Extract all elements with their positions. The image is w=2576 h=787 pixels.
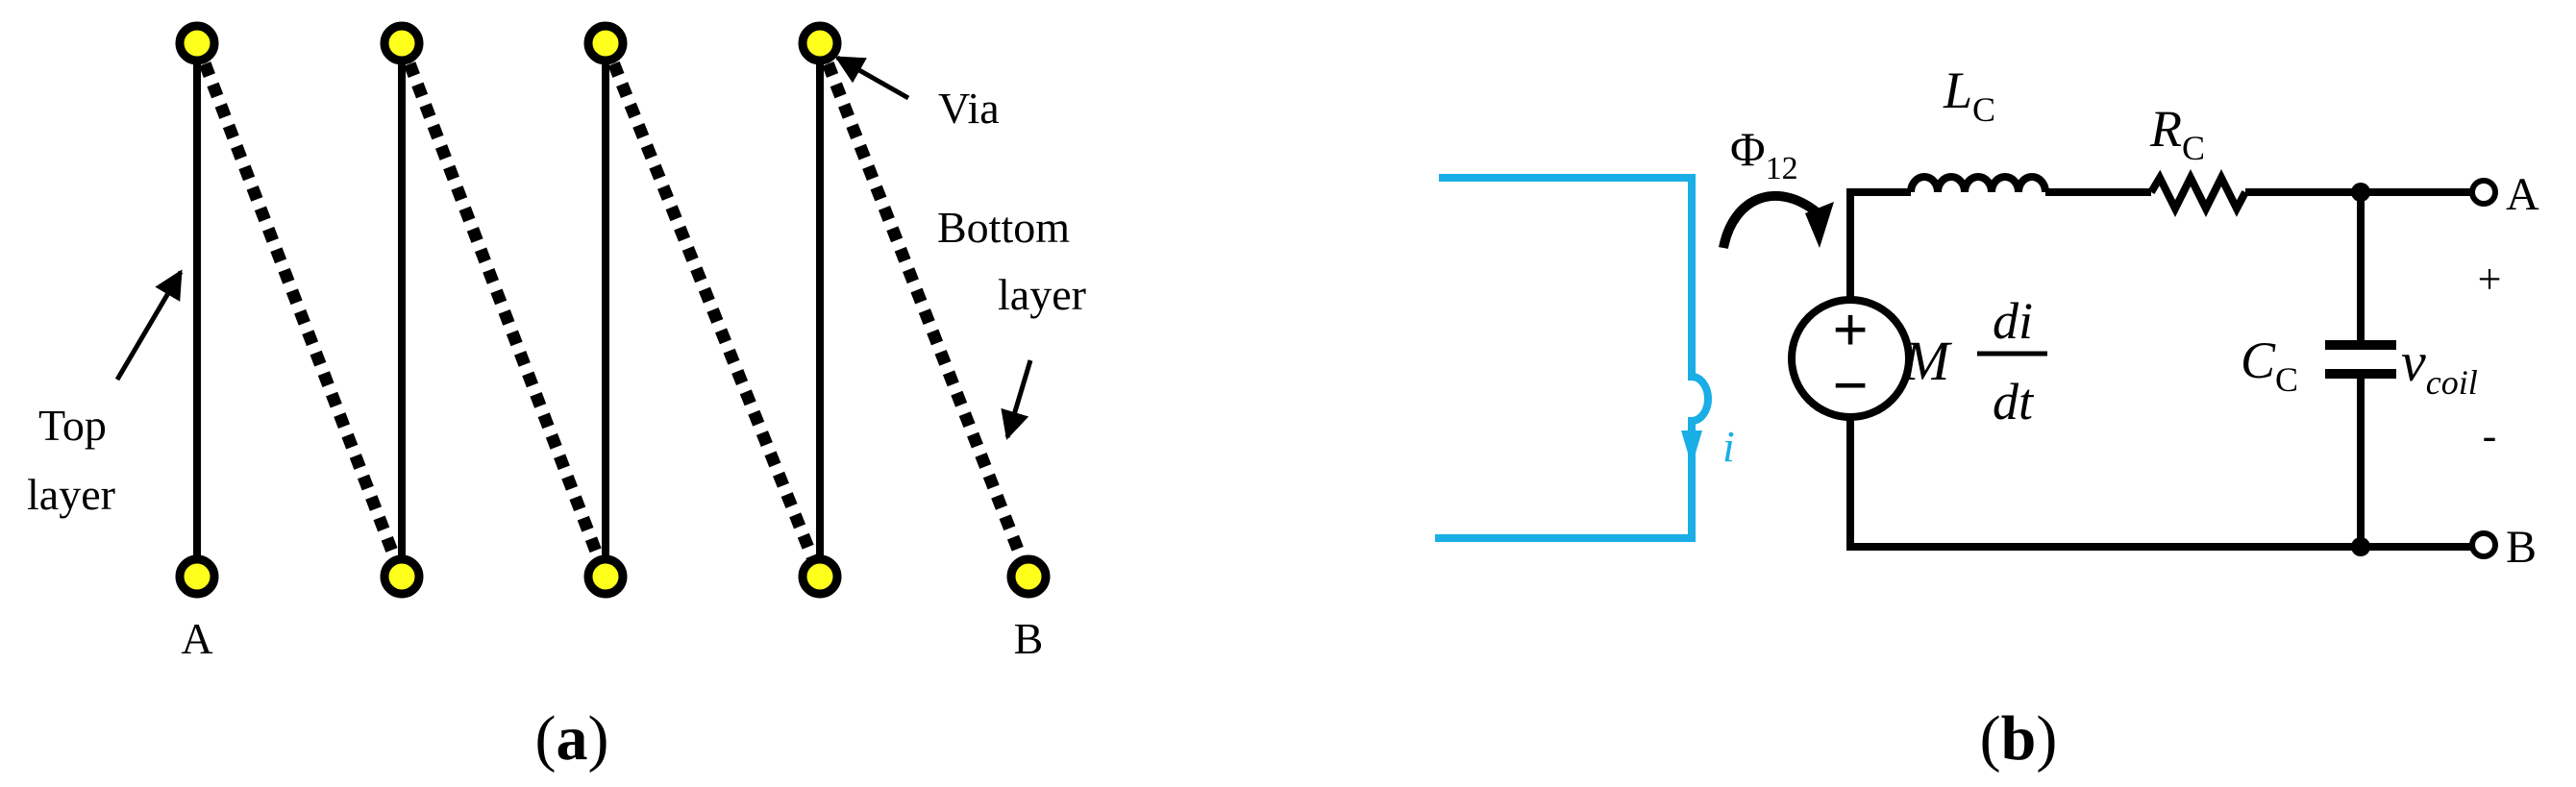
primary-loop xyxy=(1435,174,1712,542)
bottom-layer-pointer-arrow xyxy=(1001,359,1033,440)
via-pointer-arrow xyxy=(834,55,910,101)
bottom-layer-trace-2 xyxy=(395,40,612,579)
resistor-rc xyxy=(2147,169,2249,217)
via-bottom-4 xyxy=(798,554,842,599)
voltage-minus: - xyxy=(2483,412,2497,459)
source-minus-sign: − xyxy=(1832,351,1869,421)
via-bottom-5 xyxy=(1006,554,1051,599)
source-di-label: di xyxy=(1993,292,2033,350)
node-top xyxy=(2351,183,2370,202)
current-label: i xyxy=(1722,422,1735,471)
bottom-layer-trace-1 xyxy=(190,40,409,579)
bottom-layer-label-line2: layer xyxy=(998,270,1086,319)
panel-a-coil-layout: Via Bottom layer Top layer A B (a) xyxy=(27,21,1086,774)
bottom-layer-trace-3 xyxy=(599,40,827,579)
bottom-layer-label-line1: Bottom xyxy=(937,203,1070,252)
panel-b-equivalent-circuit: i Φ12 + − M di dt LC RC xyxy=(1435,61,2539,774)
via-top-2 xyxy=(380,21,424,65)
current-arrowhead xyxy=(1681,430,1702,466)
via-label: Via xyxy=(938,84,1000,133)
source-dt-label: dt xyxy=(1993,373,2035,430)
terminal-b xyxy=(2469,530,2498,559)
node-bottom xyxy=(2351,537,2370,556)
top-layer-label-line1: Top xyxy=(38,401,107,450)
capacitor-label: CC xyxy=(2241,332,2298,399)
top-layer-label-line2: layer xyxy=(27,470,115,519)
voltage-plus: + xyxy=(2478,256,2502,303)
flux-arrow xyxy=(1719,190,1825,250)
flux-arrowhead xyxy=(1805,202,1834,248)
panel-b-caption: (b) xyxy=(1980,703,2058,774)
source-m-label: M xyxy=(1902,330,1952,392)
via-top-3 xyxy=(583,21,628,65)
resistor-label: RC xyxy=(2149,100,2205,167)
bottom-layer-trace-4 xyxy=(813,40,1035,579)
terminal-a-label: A xyxy=(181,614,212,663)
via-top-1 xyxy=(175,21,219,65)
terminal-b-label: B xyxy=(1014,614,1044,663)
source-plus-sign: + xyxy=(1832,295,1869,365)
inductor-label: LC xyxy=(1943,61,1995,129)
flux-label: Φ12 xyxy=(1730,122,1798,186)
terminal-b-label-b: B xyxy=(2506,522,2537,573)
via-bottom-1 xyxy=(175,554,219,599)
terminal-a xyxy=(2469,178,2498,207)
via-top-4 xyxy=(798,21,842,65)
terminal-a-label-b: A xyxy=(2506,169,2539,220)
voltage-source xyxy=(1788,296,1913,421)
via-bottom-2 xyxy=(380,554,424,599)
via-bottom-3 xyxy=(583,554,628,599)
top-layer-pointer-arrow xyxy=(114,269,184,381)
voltage-label: vcoil xyxy=(2401,331,2478,402)
panel-a-caption: (a) xyxy=(535,703,609,774)
inductor-lc xyxy=(1907,173,2049,193)
